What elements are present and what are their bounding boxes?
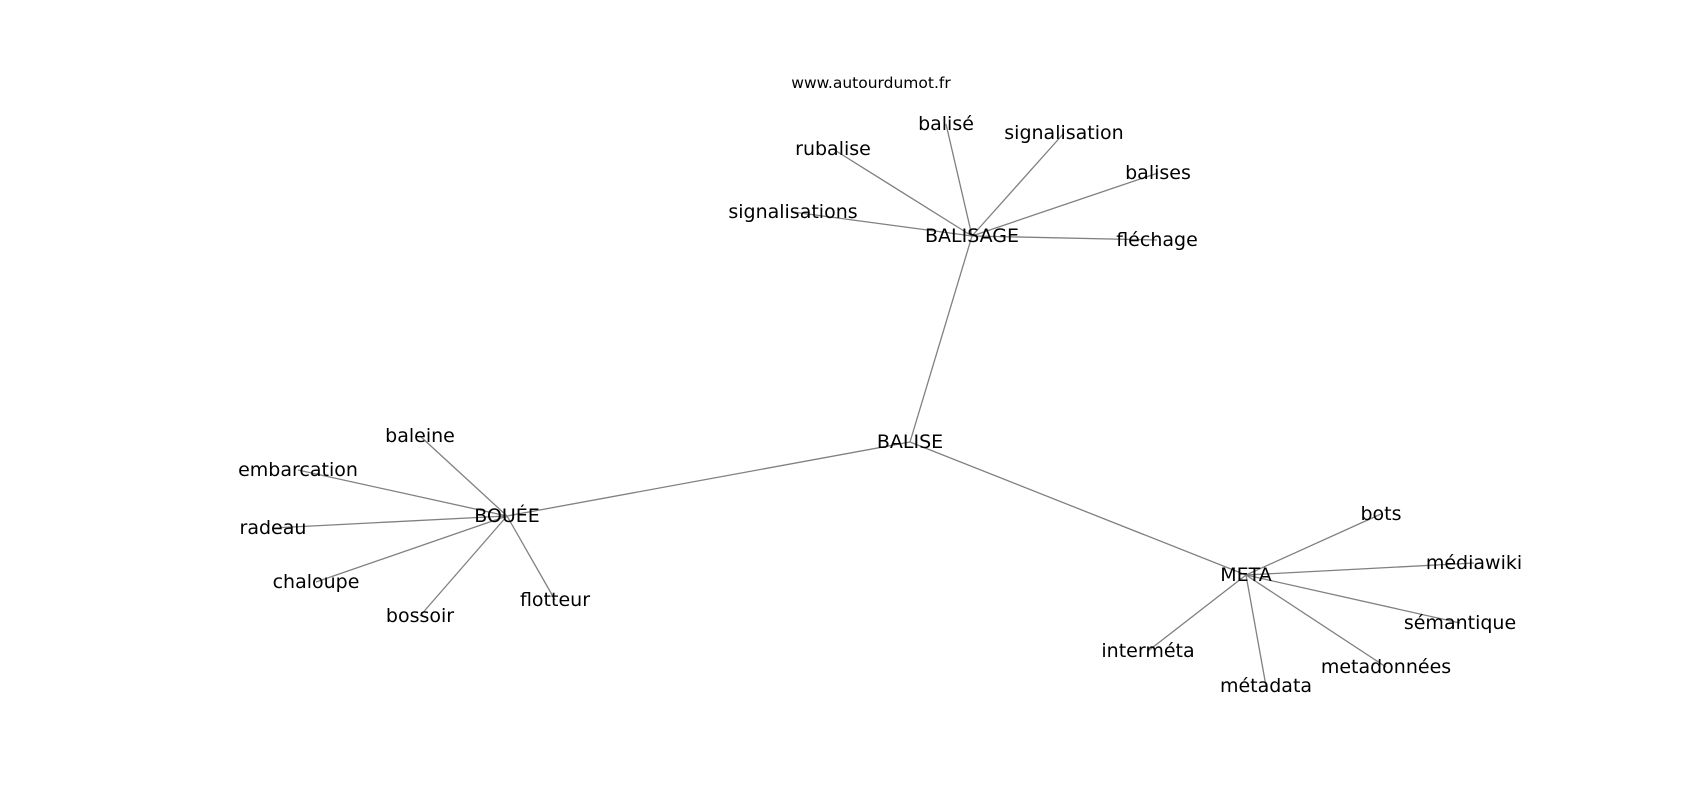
node-label-semantique: sémantique: [1404, 612, 1516, 634]
node-label-balise_acc: balisé: [918, 113, 974, 135]
node-label-flotteur: flotteur: [520, 589, 590, 611]
node-label-bouee: BOUÉE: [474, 504, 540, 527]
edge-meta-bots: [1245, 513, 1382, 576]
edge-meta-semantique: [1245, 574, 1461, 624]
node-label-metadata: métadata: [1220, 675, 1312, 697]
node-label-bots: bots: [1360, 503, 1401, 525]
edge-balise-meta: [909, 441, 1247, 576]
node-label-bossoir: bossoir: [386, 605, 454, 627]
edge-balisage-balise_acc: [945, 123, 973, 237]
node-label-rubalise: rubalise: [795, 138, 871, 160]
edge-bouee-baleine: [419, 435, 508, 517]
edges-layer: [272, 123, 1475, 687]
edge-meta-intermeta: [1147, 574, 1247, 652]
edge-balise-balisage: [909, 235, 973, 443]
node-label-metadonnees: metadonnées: [1321, 656, 1451, 678]
nodes-layer: BALISE BALISAGE BOUÉE META balisé signalisati…: [238, 113, 1522, 697]
node-label-embarcation: embarcation: [238, 459, 358, 481]
edge-meta-metadonnees: [1245, 574, 1387, 668]
edge-balise-bouee: [506, 441, 911, 517]
edge-bouee-embarcation: [297, 469, 508, 517]
node-label-mediawiki: médiawiki: [1426, 552, 1522, 574]
edge-bouee-radeau: [272, 515, 508, 529]
edge-bouee-chaloupe: [315, 515, 508, 583]
node-label-balise: BALISE: [877, 431, 943, 453]
node-label-intermeta: interméta: [1101, 640, 1194, 662]
node-label-baleine: baleine: [385, 425, 455, 447]
edge-balisage-flechage: [971, 235, 1158, 241]
source-watermark: www.autourdumot.fr: [791, 74, 951, 92]
node-label-balises: balises: [1125, 162, 1191, 184]
node-label-meta: META: [1220, 564, 1272, 586]
edge-bouee-flotteur: [506, 515, 556, 601]
edge-bouee-bossoir: [419, 515, 508, 617]
node-label-signalisation: signalisation: [1004, 122, 1123, 144]
edge-balisage-balises: [971, 172, 1159, 237]
edge-meta-metadata: [1245, 574, 1267, 687]
edge-meta-mediawiki: [1245, 562, 1475, 576]
node-label-flechage: fléchage: [1116, 229, 1198, 251]
edge-balisage-signalisation: [971, 132, 1065, 237]
node-label-chaloupe: chaloupe: [273, 571, 360, 593]
node-label-balisage: BALISAGE: [925, 225, 1019, 247]
edge-balisage-signalisations: [792, 211, 973, 237]
node-label-radeau: radeau: [240, 517, 307, 539]
node-label-signalisations: signalisations: [728, 201, 857, 223]
edge-balisage-rubalise: [832, 148, 973, 237]
